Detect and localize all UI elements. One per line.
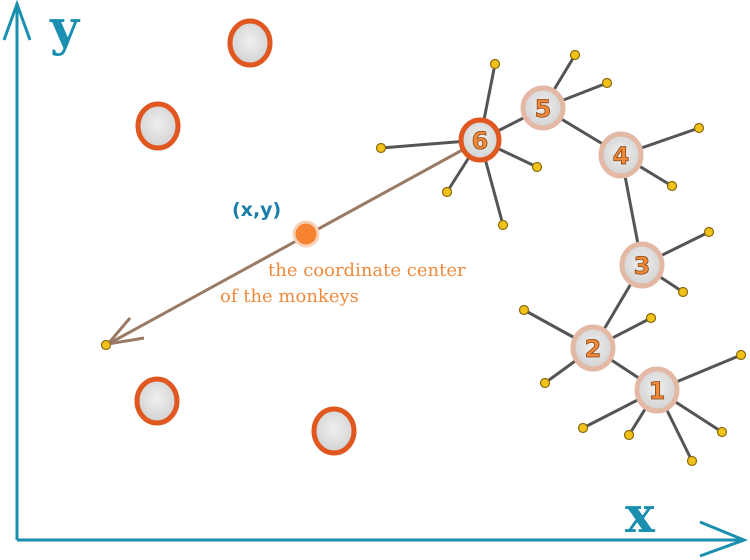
arrow-tip-dot [100, 339, 112, 351]
leaf-dot [518, 304, 530, 316]
coordinate-center: (x,y) the coordinate center of the monke… [220, 199, 466, 307]
leaf-dot [441, 186, 453, 198]
leaf-dot [623, 429, 635, 441]
x-axis-arrowhead [699, 520, 749, 558]
chain-node-3: 3 [619, 241, 665, 289]
arrow-shaft [109, 146, 467, 345]
y-axis-arrowhead [2, 0, 32, 41]
leaf-dot [686, 455, 698, 467]
chain-node-label: 1 [649, 377, 666, 405]
center-caption-line2: of the monkeys [220, 286, 359, 307]
leaf-dot [497, 219, 509, 231]
chain-node-label: 2 [585, 335, 602, 363]
leaf-dot [375, 142, 387, 154]
chain-node-label: 5 [535, 95, 552, 123]
isolated-node [134, 376, 180, 426]
center-caption-line1: the coordinate center [268, 260, 466, 281]
leaf-dot [716, 426, 728, 438]
leaf-dot [703, 226, 715, 238]
chain-node-1: 1 [634, 366, 680, 414]
leaf-dot [666, 180, 678, 192]
isolated-node [135, 101, 181, 151]
leaf-dot [677, 286, 689, 298]
leaf-dot [539, 377, 551, 389]
leaf-dot [489, 58, 501, 70]
leaf-dot [569, 49, 581, 61]
chain-node-label: 4 [613, 142, 630, 170]
center-arrow [104, 146, 467, 347]
x-axis-label: x [625, 485, 656, 544]
chain-node-2: 2 [570, 324, 616, 372]
isolated-nodes [134, 18, 357, 456]
chain-node-5: 5 [520, 85, 566, 131]
leaf-dot [577, 422, 589, 434]
leaf-dot [601, 77, 613, 89]
isolated-node [311, 406, 357, 456]
center-dot [292, 220, 320, 248]
leaf-dot [645, 312, 657, 324]
leaf-dot [531, 161, 543, 173]
y-axis-label: y [49, 0, 81, 57]
chain-nodes: 6 5 4 3 2 1 [458, 85, 680, 414]
chain-node-label: 3 [634, 252, 651, 280]
chain-node-6: 6 [458, 117, 502, 163]
center-coord-label: (x,y) [232, 199, 281, 221]
leaf-dot [693, 122, 705, 134]
leaf-dots [100, 49, 747, 467]
isolated-node [227, 18, 273, 68]
chain-node-4: 4 [598, 131, 644, 179]
chain-node-label: 6 [472, 127, 489, 155]
leaf-dot [735, 349, 747, 361]
